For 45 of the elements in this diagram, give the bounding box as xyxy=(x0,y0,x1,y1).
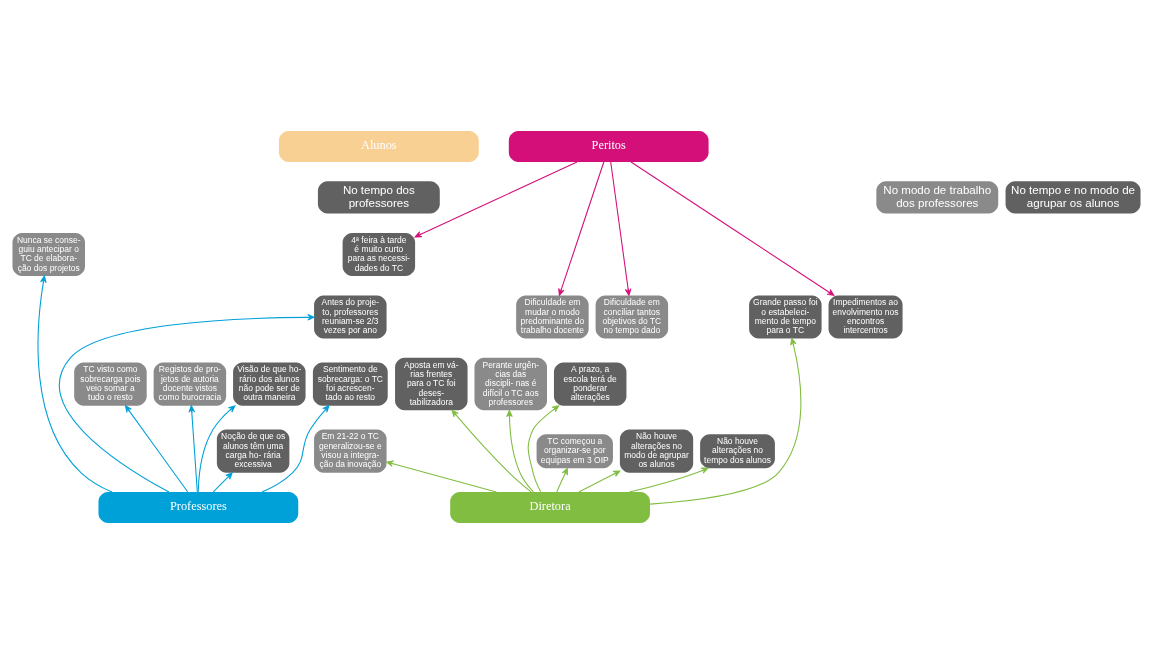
arrow xyxy=(58,313,315,493)
node-box: A prazo, a escola terá de ponderar alterações xyxy=(553,362,627,406)
node-box: Registos de pro- jetos de autoria docente vistos como burocracia xyxy=(153,362,227,406)
arrow xyxy=(630,160,835,296)
node-box: 4ª feira à tarde é muito curto para as necessi- dades do TC xyxy=(342,232,416,276)
arrow xyxy=(212,471,233,492)
arrow xyxy=(556,467,568,492)
arrow xyxy=(506,409,534,492)
node-box: No tempo e no modo de agrupar os alunos xyxy=(1005,180,1141,214)
node-box: Impedimentos ao envolvimento nos encontros intercentros xyxy=(828,294,903,339)
arrow xyxy=(188,404,198,492)
arrow xyxy=(197,404,236,493)
node-box: TC começou a organizar-se por equipas em 3 OIP xyxy=(536,433,613,468)
arrow xyxy=(451,409,532,492)
arrow xyxy=(610,160,632,296)
node-box: TC visto como sobrecarga pois veio somar a tudo o resto xyxy=(74,362,147,406)
node-box: Noção de que os alunos têm uma carga ho- rária excessiva xyxy=(216,429,290,473)
arrow xyxy=(558,160,605,296)
node-box: No modo de trabalho dos professores xyxy=(876,180,999,214)
arrow xyxy=(527,404,560,492)
node-box: Perante urgên- cias das discipli- nas é difícil o TC aos professores xyxy=(474,357,547,410)
node-box: Nunca se conse- guiu antecipar o TC de elabora- ção dos projetos xyxy=(12,232,85,276)
arrow xyxy=(37,275,113,493)
arrow xyxy=(414,160,578,237)
node-box: Peritos xyxy=(508,130,709,162)
node-box: Professores xyxy=(98,491,299,523)
node-box: Antes do proje- to, professores reuniam-se 2/3 vezes por ano xyxy=(314,294,387,339)
arrow xyxy=(261,404,330,493)
arrow xyxy=(125,404,189,492)
node-box: Não houve alterações no tempo dos alunos xyxy=(700,433,775,468)
node-box: Sentimento de sobrecarga: o TC foi acrescen- tado ao resto xyxy=(312,362,388,406)
node-box: Em 21-22 o TC generalizou-se e visou a integra- ção da inovação xyxy=(314,429,387,473)
node-box: Não houve alterações no modo de agrupar os alunos xyxy=(619,429,694,473)
node-box: Aposta em vá- rias frentes para o TC foi deses- tabilizadora xyxy=(395,357,468,410)
arrow xyxy=(386,459,497,493)
node-box: No tempo dos professores xyxy=(317,180,440,214)
arrow xyxy=(649,337,802,505)
arrow xyxy=(628,467,709,493)
node-box: Diretora xyxy=(450,491,650,523)
node-box: Dificuldade em mudar o modo predominante do trabalho docente xyxy=(516,294,589,339)
node-box: Visão de que ho- rário dos alunos não pode ser de outra maneira xyxy=(233,362,306,406)
node-box: Alunos xyxy=(278,130,479,162)
arrow xyxy=(578,470,621,493)
node-box: Grande passo foi o estabeleci- mento de tempo para o TC xyxy=(749,294,822,339)
node-box: Dificuldade em conciliar tantos objetivos do TC no tempo dado xyxy=(595,294,669,339)
